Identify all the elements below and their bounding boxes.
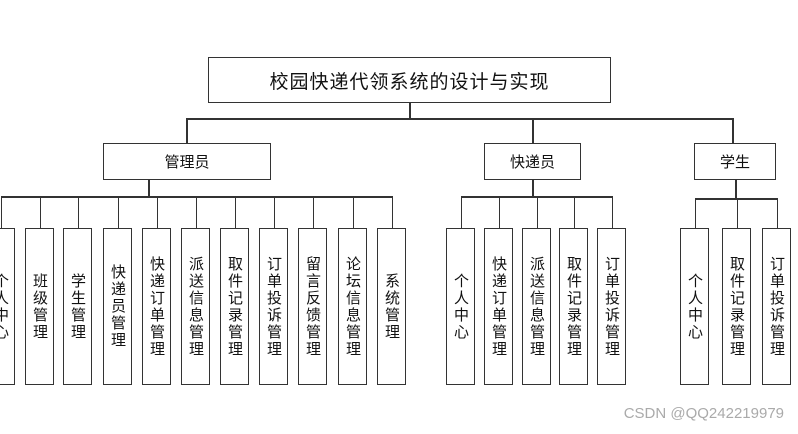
connector	[186, 118, 188, 143]
module-label: 个人中心	[452, 272, 470, 341]
module-node-admin: 快递员管理	[103, 228, 132, 385]
connector	[532, 118, 534, 143]
module-node-admin: 论坛信息管理	[338, 228, 367, 385]
connector	[732, 118, 734, 143]
connector	[0, 196, 2, 228]
module-node-admin: 快递订单管理	[142, 228, 171, 385]
module-node-student: 订单投诉管理	[762, 228, 791, 385]
role-node-admin: 管理员	[103, 143, 271, 180]
connector	[148, 180, 150, 196]
module-label: 派送信息管理	[528, 255, 546, 358]
module-node-courier: 订单投诉管理	[597, 228, 626, 385]
connector	[117, 196, 119, 228]
module-label: 取件记录管理	[565, 255, 583, 358]
root-node: 校园快递代领系统的设计与实现	[208, 57, 611, 103]
connector	[532, 180, 534, 196]
module-label: 订单投诉管理	[265, 255, 283, 358]
module-label: 取件记录管理	[728, 255, 746, 358]
connector	[735, 180, 737, 198]
connector	[273, 196, 275, 228]
role-node-courier: 快递员	[484, 143, 581, 180]
module-node-courier: 快递订单管理	[484, 228, 513, 385]
module-label: 论坛信息管理	[344, 255, 362, 358]
module-label: 订单投诉管理	[603, 255, 621, 358]
role-label: 学生	[719, 153, 750, 171]
module-label: 留言反馈管理	[304, 255, 322, 358]
module-node-admin: 订单投诉管理	[259, 228, 288, 385]
module-node-admin: 派送信息管理	[181, 228, 210, 385]
module-node-admin: 学生管理	[63, 228, 92, 385]
connector	[77, 196, 79, 228]
connector	[573, 196, 575, 228]
module-label: 快递订单管理	[148, 255, 166, 358]
module-label: 班级管理	[31, 272, 49, 341]
module-label: 个人中心	[0, 272, 10, 341]
module-label: 取件记录管理	[226, 255, 244, 358]
module-node-admin: 系统管理	[377, 228, 406, 385]
root-label: 校园快递代领系统的设计与实现	[269, 70, 550, 93]
watermark: CSDN @QQ242219979	[623, 405, 784, 422]
module-node-courier: 取件记录管理	[559, 228, 588, 385]
module-label: 快递订单管理	[490, 255, 508, 358]
module-node-student: 个人中心	[680, 228, 709, 385]
module-node-courier: 个人中心	[446, 228, 475, 385]
module-label: 系统管理	[383, 272, 401, 341]
module-label: 学生管理	[69, 272, 87, 341]
connector	[312, 196, 314, 228]
connector	[736, 198, 738, 228]
connector	[694, 198, 696, 228]
module-node-admin: 个人中心	[0, 228, 15, 385]
role-label: 管理员	[164, 153, 210, 171]
role-node-student: 学生	[694, 143, 776, 180]
module-node-admin: 取件记录管理	[220, 228, 249, 385]
connector	[195, 196, 197, 228]
module-node-student: 取件记录管理	[722, 228, 751, 385]
connector	[409, 103, 411, 119]
connector	[234, 196, 236, 228]
module-label: 个人中心	[686, 272, 704, 341]
connector	[39, 196, 41, 228]
module-node-admin: 留言反馈管理	[298, 228, 327, 385]
connector	[352, 196, 354, 228]
connector	[694, 198, 778, 200]
module-label: 快递员管理	[109, 264, 127, 349]
module-node-courier: 派送信息管理	[522, 228, 551, 385]
connector	[776, 198, 778, 228]
connector	[156, 196, 158, 228]
module-label: 派送信息管理	[187, 255, 205, 358]
connector	[536, 196, 538, 228]
connector	[391, 196, 393, 228]
connector	[611, 196, 613, 228]
connector	[460, 196, 462, 228]
module-node-admin: 班级管理	[25, 228, 54, 385]
connector	[498, 196, 500, 228]
role-label: 快递员	[509, 153, 555, 171]
connector	[186, 118, 733, 120]
module-label: 订单投诉管理	[768, 255, 786, 358]
